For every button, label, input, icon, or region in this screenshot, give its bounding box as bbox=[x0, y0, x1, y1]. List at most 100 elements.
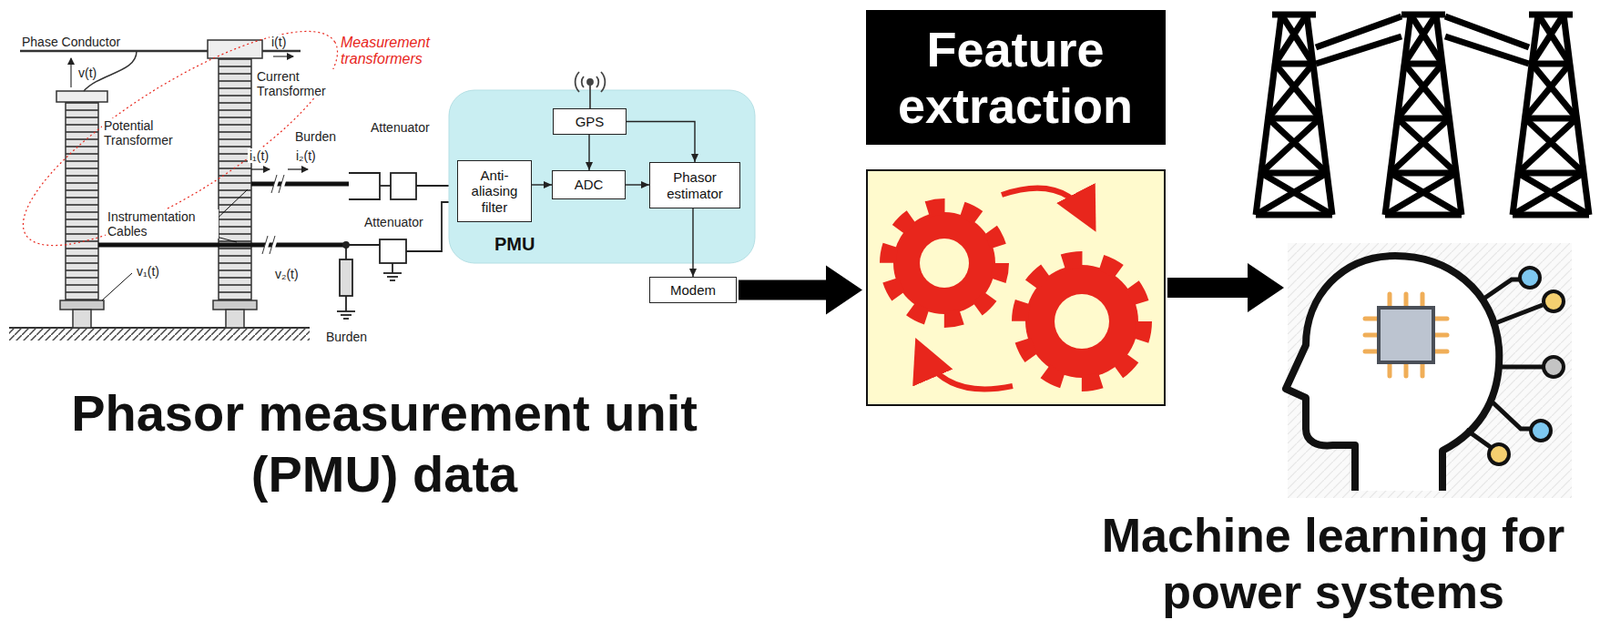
transmission-towers bbox=[1255, 14, 1590, 215]
burden-and-attenuator bbox=[390, 173, 417, 200]
signal-connector bbox=[531, 183, 552, 185]
part-label: i₁(t) bbox=[247, 148, 271, 164]
feature-extraction-box: Feature extraction bbox=[866, 169, 1166, 407]
process-box: Anti-aliasing filter bbox=[457, 160, 532, 223]
transmission-towers bbox=[1518, 118, 1578, 174]
ai-head-icon bbox=[1543, 291, 1564, 312]
ai-head-icon bbox=[1543, 356, 1564, 378]
part-label: Burden bbox=[324, 329, 369, 345]
transmission-towers bbox=[1255, 212, 1333, 219]
ai-head-icon bbox=[1530, 420, 1551, 441]
ai-head-icon bbox=[1285, 243, 1572, 499]
ai-head-icon bbox=[1378, 307, 1434, 363]
part-label: i(t) bbox=[269, 34, 288, 50]
ground bbox=[9, 327, 310, 341]
transmission-towers bbox=[1531, 63, 1577, 119]
burden-and-attenuator bbox=[336, 173, 458, 319]
part-label: Instrumentation Cables bbox=[105, 209, 219, 239]
potential-transformer bbox=[72, 309, 92, 328]
pmu-panel bbox=[448, 90, 755, 264]
ai-head-icon bbox=[1434, 349, 1448, 355]
ai-head-icon bbox=[1466, 279, 1543, 449]
ground bbox=[9, 327, 310, 341]
burden-and-attenuator bbox=[345, 295, 347, 312]
process-box: ADC bbox=[551, 170, 626, 200]
transmission-towers bbox=[1267, 118, 1327, 174]
instrumentation-cables bbox=[101, 273, 133, 301]
potential-transformer bbox=[56, 91, 108, 102]
ai-head-icon bbox=[1434, 316, 1448, 322]
process-box: Modem bbox=[649, 276, 737, 304]
feature-panel bbox=[866, 169, 1166, 407]
transmission-towers bbox=[1404, 63, 1449, 119]
part-label: Attenuator bbox=[368, 120, 432, 135]
gears bbox=[1054, 294, 1110, 349]
part-label: Current Transformer bbox=[254, 69, 346, 99]
instrumentation-cables bbox=[278, 174, 285, 194]
part-label: v₂(t) bbox=[273, 266, 301, 282]
ai-head-icon bbox=[1404, 294, 1409, 307]
potential-transformer bbox=[56, 91, 108, 328]
signal-connector bbox=[625, 183, 650, 185]
ai-head-icon bbox=[1420, 363, 1426, 377]
gps-antenna bbox=[596, 76, 599, 88]
transmission-towers bbox=[1281, 14, 1314, 64]
transmission-towers bbox=[1267, 63, 1313, 119]
gears bbox=[919, 238, 969, 288]
machine-learning-icon: Machine learning for power systems bbox=[1287, 243, 1572, 499]
potential-transformer bbox=[60, 300, 104, 310]
ai-head-icon bbox=[1365, 333, 1378, 338]
transmission-towers bbox=[1512, 212, 1590, 219]
signal-connector bbox=[626, 122, 695, 164]
gps-antenna bbox=[589, 83, 592, 109]
flow-arrow bbox=[1167, 263, 1285, 313]
burden-and-attenuator bbox=[343, 317, 349, 320]
transmission-towers bbox=[1255, 173, 1327, 215]
ai-head-icon bbox=[1285, 255, 1499, 491]
heading-box: Feature extraction bbox=[866, 10, 1166, 145]
signal-connector bbox=[692, 208, 693, 277]
ai-head-icon bbox=[1519, 267, 1540, 288]
transmission-towers bbox=[1531, 14, 1564, 64]
signal-connector bbox=[588, 134, 590, 171]
node-label: Feature extraction bbox=[866, 20, 1166, 134]
ai-head-icon bbox=[1482, 279, 1521, 300]
part-label: Burden bbox=[293, 129, 338, 144]
transmission-towers bbox=[1410, 14, 1443, 64]
transmission-towers bbox=[1274, 63, 1320, 119]
node-label: Phasor estimator bbox=[653, 169, 736, 202]
pmu-unit: PMUGPSAnti-aliasing filterADCPhasor esti… bbox=[448, 90, 755, 264]
ai-head-icon bbox=[1488, 267, 1564, 465]
ai-head-icon bbox=[1365, 294, 1448, 377]
phase-conductor bbox=[262, 50, 301, 53]
ai-head-icon bbox=[1498, 365, 1543, 370]
transmission-towers bbox=[1524, 63, 1570, 119]
part-label: Potential Transformer bbox=[101, 118, 193, 148]
burden-and-attenuator bbox=[340, 314, 352, 316]
gears bbox=[1001, 188, 1091, 223]
ai-head-icon bbox=[1365, 349, 1378, 355]
transmission-towers bbox=[1524, 118, 1584, 174]
burden-and-attenuator bbox=[346, 244, 380, 246]
gears bbox=[919, 347, 1013, 389]
instrumentation-cables bbox=[271, 174, 277, 194]
burden-and-attenuator bbox=[345, 244, 347, 260]
transmission-towers bbox=[1390, 118, 1450, 174]
part-label: Measurement transformers bbox=[338, 34, 457, 69]
transmission-towers bbox=[1445, 36, 1529, 64]
burden-and-attenuator bbox=[389, 279, 396, 282]
transmission-towers bbox=[1396, 63, 1442, 119]
instrumentation-cables bbox=[262, 235, 268, 255]
gps-antenna bbox=[575, 71, 606, 109]
current-transformer bbox=[225, 309, 245, 328]
transmission-towers bbox=[1404, 14, 1437, 64]
phase-conductor bbox=[273, 55, 294, 57]
transmission-towers bbox=[1512, 173, 1584, 215]
node-label: Machine learning for power systems bbox=[1078, 507, 1589, 622]
instrumentation-cables bbox=[98, 243, 347, 248]
potential-transformer bbox=[65, 101, 99, 301]
ai-head-icon bbox=[1434, 333, 1448, 338]
ai-head-icon bbox=[1466, 429, 1492, 449]
transmission-towers bbox=[1396, 118, 1457, 174]
transmission-towers bbox=[1396, 115, 1449, 123]
